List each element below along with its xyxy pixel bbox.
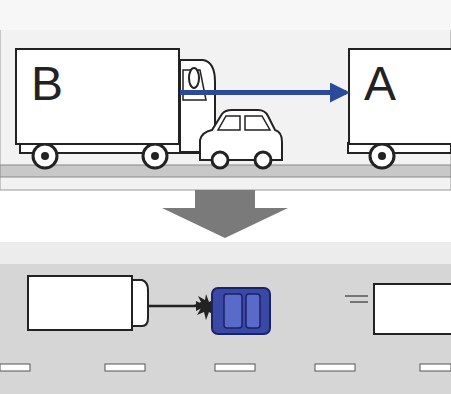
truck-cab-topview	[132, 280, 148, 326]
car-roof	[224, 294, 242, 328]
lane-marking	[0, 364, 30, 371]
transition-arrow	[162, 190, 288, 238]
car-window	[218, 116, 270, 130]
wheel-hub	[378, 152, 386, 160]
truck-cargo-box: B	[15, 48, 180, 145]
lane-marking	[215, 364, 255, 371]
wheel	[255, 152, 271, 168]
motion-line	[350, 301, 368, 303]
wheel-hub	[151, 152, 159, 160]
truck-topview	[374, 284, 451, 334]
wheel-hub	[41, 152, 49, 160]
lane-marking	[420, 364, 451, 371]
side-mirror	[189, 68, 199, 88]
wheel	[212, 152, 228, 168]
car-windshield	[246, 294, 260, 328]
car-topview	[212, 288, 270, 334]
road-shoulder	[0, 242, 451, 264]
top-panel	[0, 0, 451, 190]
truck-cargo-box: A	[348, 48, 451, 145]
top-band	[0, 0, 451, 30]
wheel	[370, 144, 394, 168]
wheel	[33, 144, 57, 168]
truck-letter: A	[364, 56, 396, 112]
truck-topview	[28, 276, 132, 330]
truck-letter: B	[31, 56, 63, 112]
lane-marking	[315, 364, 355, 371]
impact-line	[148, 305, 196, 308]
wheel	[143, 144, 167, 168]
motion-line	[345, 295, 368, 297]
lane-marking	[105, 364, 145, 371]
car-body	[200, 110, 282, 160]
movement-arrow	[180, 90, 346, 95]
